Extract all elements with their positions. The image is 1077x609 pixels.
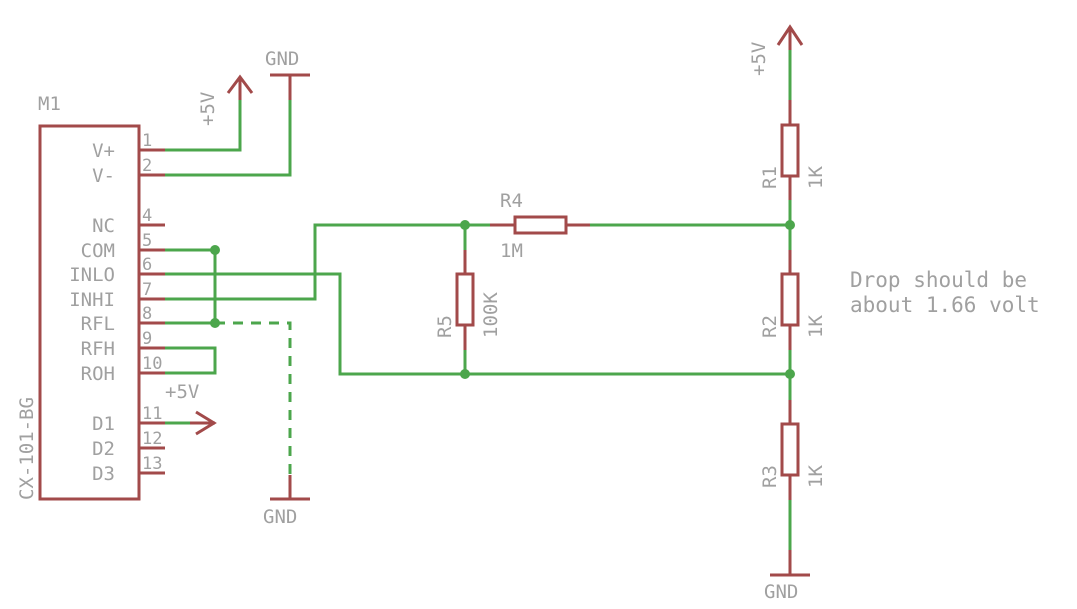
resistor-icon <box>780 422 800 477</box>
module-ref: M1 <box>38 93 61 115</box>
resistor-ref: R4 <box>500 190 523 212</box>
junction-dot <box>785 369 795 379</box>
resistor-value: 1K <box>805 166 827 189</box>
pin-name: INLO <box>69 264 115 286</box>
supply-label: +5V <box>165 381 199 403</box>
junction-dot <box>460 369 470 379</box>
module-body[interactable] <box>38 124 141 501</box>
pin-number: 2 <box>142 156 152 176</box>
pin-name: D3 <box>92 463 115 485</box>
ground-bottom[interactable]: GND <box>263 475 310 528</box>
pin-name: V- <box>92 165 115 187</box>
power-arrow-icon <box>195 410 217 436</box>
wire-rfl-gnd-dashed[interactable] <box>215 321 292 475</box>
pin-numbers: 1 2 4 5 6 7 8 9 10 11 12 13 <box>142 131 162 474</box>
resistor-value: 100K <box>480 292 502 338</box>
pin-number: 5 <box>142 231 152 251</box>
resistor-r3[interactable]: R3 1K <box>759 400 827 500</box>
pin-name: INHI <box>69 289 115 311</box>
supply-5v-top[interactable]: +5V <box>197 74 254 126</box>
pin-name: D2 <box>92 438 115 460</box>
pin-number: 7 <box>142 280 152 300</box>
resistor-r4[interactable]: R4 1M <box>490 190 590 262</box>
pin-number: 9 <box>142 329 152 349</box>
supply-5v-d1[interactable]: +5V <box>165 381 217 436</box>
pin-stubs <box>139 148 165 475</box>
module-m1[interactable]: M1 CX-101-BG 1 2 4 5 6 7 8 9 10 <box>16 93 165 501</box>
module-part: CX-101-BG <box>16 397 38 500</box>
supply-5v-right[interactable]: +5V <box>748 24 804 76</box>
wire-inhi[interactable] <box>165 223 465 301</box>
junction-dot <box>210 245 220 255</box>
pin-name: V+ <box>92 140 115 162</box>
junction-dot <box>785 220 795 230</box>
pin-name: COM <box>81 240 115 262</box>
resistor-value: 1M <box>500 240 523 262</box>
wire-vminus[interactable] <box>165 100 292 177</box>
pin-name: ROH <box>81 363 115 385</box>
resistor-ref: R5 <box>434 315 456 338</box>
note-line-2: about 1.66 volt <box>850 293 1040 317</box>
resistor-r5[interactable]: R5 100K <box>434 250 502 350</box>
resistor-ref: R2 <box>759 315 781 338</box>
ground-top[interactable]: GND <box>265 48 310 100</box>
resistor-icon <box>780 272 800 327</box>
pin-number: 12 <box>142 429 162 449</box>
pin-name: NC <box>92 215 115 237</box>
wire-inlo[interactable] <box>165 272 790 376</box>
ground-label: GND <box>764 581 798 603</box>
supply-label: +5V <box>197 92 219 126</box>
pin-number: 8 <box>142 304 152 324</box>
junction-dot <box>210 318 220 328</box>
note-line-1: Drop should be <box>850 268 1027 292</box>
pin-number: 1 <box>142 131 152 151</box>
supply-label: +5V <box>748 42 770 76</box>
pin-name: RFL <box>81 313 115 335</box>
wire-vplus[interactable] <box>165 100 242 152</box>
resistor-ref: R3 <box>759 465 781 488</box>
pin-name: RFH <box>81 338 115 360</box>
ground-right[interactable]: GND <box>764 550 810 603</box>
resistor-value: 1K <box>805 465 827 488</box>
resistor-ref: R1 <box>759 166 781 189</box>
resistor-value: 1K <box>805 315 827 338</box>
ground-label: GND <box>265 48 299 70</box>
power-arrow-icon <box>776 24 804 46</box>
resistor-icon <box>780 123 800 178</box>
resistor-icon <box>455 272 475 327</box>
pin-number: 6 <box>142 255 152 275</box>
resistor-r2[interactable]: R2 1K <box>759 250 827 350</box>
resistor-r1[interactable]: R1 1K <box>759 100 827 200</box>
junction-dot <box>460 220 470 230</box>
pin-number: 10 <box>142 354 162 374</box>
annotation-note: Drop should be about 1.66 volt <box>850 268 1040 317</box>
wire-rfh-roh[interactable] <box>165 346 217 375</box>
power-arrow-icon <box>226 74 254 94</box>
pin-number: 4 <box>142 206 152 226</box>
resistor-icon <box>513 215 568 235</box>
ground-label: GND <box>263 506 297 528</box>
pin-name: D1 <box>92 413 115 435</box>
pin-number: 13 <box>142 454 162 474</box>
pin-names: V+ V- NC COM INLO INHI RFL RFH ROH D1 D2… <box>69 140 115 485</box>
pin-number: 11 <box>142 404 162 424</box>
